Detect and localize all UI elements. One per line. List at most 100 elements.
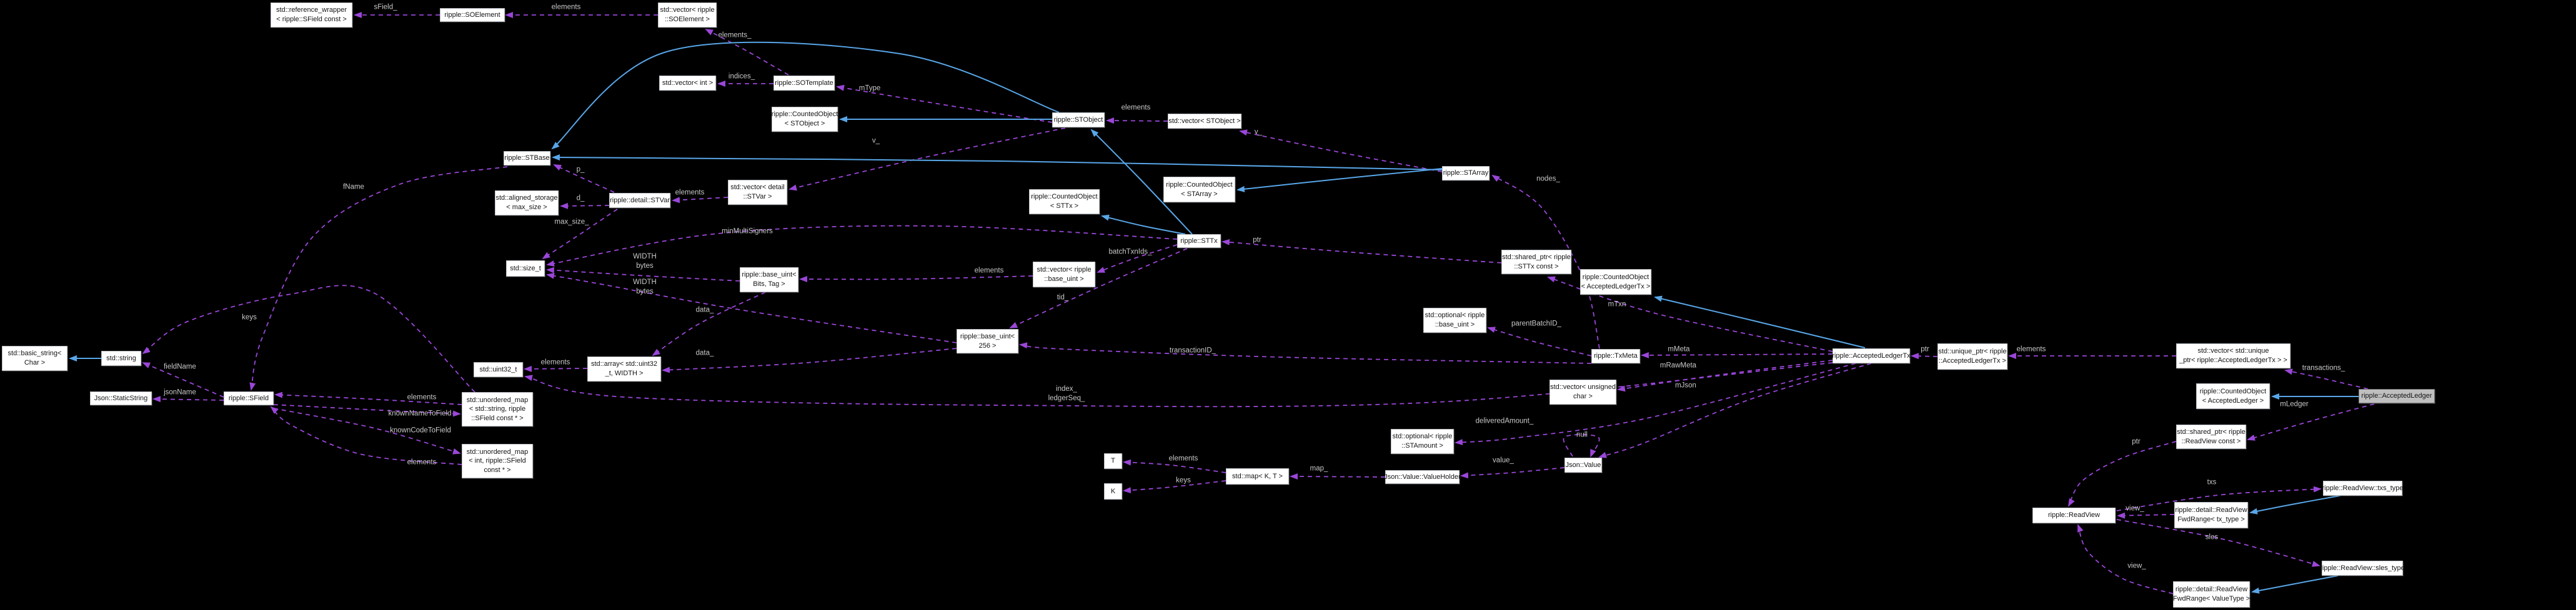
edge-inherit-txs-type-to-fwdrange-tx: [2249, 495, 2340, 514]
class-node-basic-string[interactable]: std::basic_string< Char >: [2, 346, 67, 371]
edge-label-max-size-: max_size_: [554, 218, 589, 226]
edge-label-transactionid-: transactionID_: [1169, 347, 1216, 355]
class-node-txmeta[interactable]: ripple::TxMeta: [1591, 349, 1640, 363]
edge-label-view-: view_: [2126, 504, 2144, 513]
edge-use-sttx-to-baseuint256: [1009, 248, 1188, 328]
class-node-t[interactable]: T: [1104, 453, 1122, 469]
edge-use-uptr-altx-to-altx: [1911, 353, 1938, 360]
edge-label-width-bytes: WIDTH bytes: [633, 253, 657, 270]
edge-use-stvar-to-stbase: [553, 164, 615, 193]
edge-use-sotemplate-to-vec-soelement: [705, 29, 789, 76]
edge-use-json-value-to-valueholder: [1460, 467, 1565, 479]
edge-label-indices-: indices_: [728, 72, 755, 81]
class-node-size-t[interactable]: std::size_t: [506, 260, 545, 277]
class-node-vec-baseuint[interactable]: std::vector< ripple ::base_uint >: [1033, 262, 1095, 287]
edge-use-stvar-to-size-t: [542, 209, 618, 260]
class-node-shared-sttx[interactable]: std::shared_ptr< ripple ::STTx const >: [1501, 250, 1571, 274]
edge-label-elements: elements: [1168, 455, 1198, 463]
class-node-opt-baseuint[interactable]: std::optional< ripple ::base_uint >: [1423, 308, 1486, 333]
edge-label-width-bytes: WIDTH bytes: [633, 278, 657, 295]
class-node-vec-uptr-altx[interactable]: std::vector< std::unique _ptr< ripple::A…: [2176, 343, 2290, 368]
class-node-string[interactable]: std::string: [101, 351, 141, 366]
class-node-umap-string[interactable]: std::unordered_map < std::string, ripple…: [462, 392, 533, 426]
edge-label-null: null: [1576, 431, 1588, 439]
edge-use-txmeta-to-starray: [1491, 174, 1600, 349]
class-node-vec-soelement[interactable]: std::vector< ripple ::SOElement >: [658, 2, 717, 27]
class-node-shared-readview[interactable]: std::shared_ptr< ripple ::ReadView const…: [2176, 425, 2246, 449]
class-node-vec-stobject[interactable]: std::vector< STObject >: [1168, 114, 1241, 129]
class-node-sfield[interactable]: ripple::SField: [224, 391, 274, 405]
edge-label-value-: value_: [1493, 456, 1514, 465]
class-node-k[interactable]: K: [1104, 483, 1122, 499]
class-node-fwdrange-tx[interactable]: ripple::detail::ReadView FwdRange< tx_ty…: [2174, 502, 2248, 528]
class-node-uint32[interactable]: std::uint32_t: [474, 362, 523, 377]
class-node-sttx[interactable]: ripple::STTx: [1177, 234, 1221, 248]
class-node-vec-int[interactable]: std::vector< int >: [659, 76, 716, 91]
edge-label-transactions-: transactions_: [2302, 364, 2345, 372]
edge-use-shared-readview-to-readview: [2068, 441, 2177, 507]
class-node-readview[interactable]: ripple::ReadView: [2032, 508, 2116, 523]
edge-inherit-stobject-to-stbase: [551, 41, 1060, 150]
class-node-uptr-altx[interactable]: std::unique_ptr< ripple ::AcceptedLedger…: [1937, 343, 2007, 370]
edge-label-keys: keys: [242, 313, 257, 322]
class-node-stobject[interactable]: ripple::STObject: [1052, 112, 1105, 127]
edge-use-altx-to-json-value: [1598, 363, 1872, 458]
edge-use-stvar-to-aligned-storage: [560, 202, 610, 209]
edge-use-fwdrange-tx-to-readview: [2117, 512, 2175, 519]
edge-use-sttx-to-vec-baseuint: [1097, 244, 1178, 273]
class-node-umap-int[interactable]: std::unordered_map < int, ripple::SField…: [462, 444, 533, 478]
class-node-counted-altx[interactable]: ripple::CountedObject < AcceptedLedgerTx…: [1580, 269, 1651, 295]
edge-inherit-starray-to-counted-starray: [1236, 168, 1443, 192]
edge-use-fwdrange-value-to-readview: [2077, 524, 2174, 594]
edge-use-readview-to-txs-type: [2116, 486, 2322, 511]
class-node-valueholder[interactable]: Json::Value::ValueHolder: [1384, 470, 1461, 484]
edge-label-parentbatchid-: parentBatchID_: [1511, 320, 1561, 328]
edge-use-valueholder-to-map-kt: [1290, 473, 1386, 480]
edge-use-starray-to-vec-stobject: [1239, 129, 1443, 172]
edge-label-mrawmeta: mRawMeta: [1659, 362, 1697, 370]
edge-label-index-ledgerseq-: index_ ledgerSeq_: [1048, 385, 1085, 402]
edge-label-view-: view_: [2127, 562, 2146, 570]
edge-label-ptr: ptr: [2132, 438, 2141, 446]
class-node-baseuint-bits[interactable]: ripple::base_uint< Bits, Tag >: [740, 267, 798, 292]
edge-use-txmeta-to-baseuint256: [1019, 342, 1592, 364]
edge-label-d-: d_: [576, 194, 585, 202]
class-node-counted-sttx[interactable]: ripple::CountedObject < STTx >: [1029, 189, 1100, 214]
class-node-counted-stobject[interactable]: ripple::CountedObject < STObject >: [772, 107, 838, 132]
edge-label-sles: sles: [2205, 533, 2219, 541]
class-node-stbase[interactable]: ripple::STBase: [504, 151, 550, 165]
class-node-baseuint256[interactable]: ripple::base_uint< 256 >: [957, 329, 1018, 353]
class-node-sotemplate[interactable]: ripple::SOTemplate: [773, 76, 835, 91]
class-node-stvar[interactable]: ripple::detail::STVar: [609, 193, 670, 208]
class-node-aligned-storage[interactable]: std::aligned_storage < max_size >: [495, 190, 559, 215]
edge-label-minmultisigners: minMultiSigners: [722, 227, 773, 235]
class-node-static-string[interactable]: Json::StaticString: [90, 391, 152, 405]
edge-use-shared-sttx-to-sttx: [1221, 239, 1502, 263]
class-node-starray[interactable]: ripple::STArray: [1442, 166, 1489, 180]
class-node-vec-stvar[interactable]: std::vector< detail ::STVar >: [728, 180, 787, 205]
class-node-map-kt[interactable]: std::map< K, T >: [1226, 468, 1289, 485]
class-node-altx[interactable]: ripple::AcceptedLedgerTx: [1832, 348, 1911, 363]
class-node-json-value[interactable]: Json::Value: [1564, 458, 1602, 473]
edge-use-stobject-to-sotemplate: [836, 84, 1053, 123]
class-node-arr-uint32[interactable]: std::array< std::uint32 _t, WIDTH >: [587, 357, 661, 381]
edge-inherit-sttx-to-stobject: [1090, 129, 1193, 235]
edge-label-elements: elements: [675, 189, 705, 197]
class-node-counted-al[interactable]: ripple::CountedObject < AcceptedLedger >: [2196, 383, 2270, 409]
edge-label-map-: map_: [1310, 465, 1328, 473]
class-node-opt-stamount[interactable]: std::optional< ripple ::STAmount >: [1391, 429, 1454, 454]
edge-use-txmeta-to-opt-baseuint: [1487, 327, 1592, 357]
class-node-ref-wrapper[interactable]: std::reference_wrapper < ripple::SField …: [271, 2, 352, 27]
edge-use-altx-to-uint32: [524, 362, 1833, 408]
class-node-counted-starray[interactable]: ripple::CountedObject < STArray >: [1163, 177, 1235, 202]
class-node-vec-uchar[interactable]: std::vector< unsigned char >: [1549, 380, 1616, 405]
edge-use-baseuint256-to-size-t: [546, 272, 957, 343]
class-node-fwdrange-value[interactable]: ripple::detail::ReadView FwdRange< Value…: [2173, 581, 2250, 608]
class-node-sles-type[interactable]: ripple::ReadView::sles_type: [2320, 561, 2405, 576]
class-node-soelement[interactable]: ripple::SOElement: [440, 8, 505, 22]
edge-label-ptr: ptr: [1253, 236, 1261, 244]
edge-inherit-sttx-to-counted-sttx: [1101, 214, 1186, 235]
edge-use-vec-stvar-to-stvar: [672, 197, 729, 204]
class-node-txs-type[interactable]: ripple::ReadView::txs_type: [2322, 481, 2404, 496]
